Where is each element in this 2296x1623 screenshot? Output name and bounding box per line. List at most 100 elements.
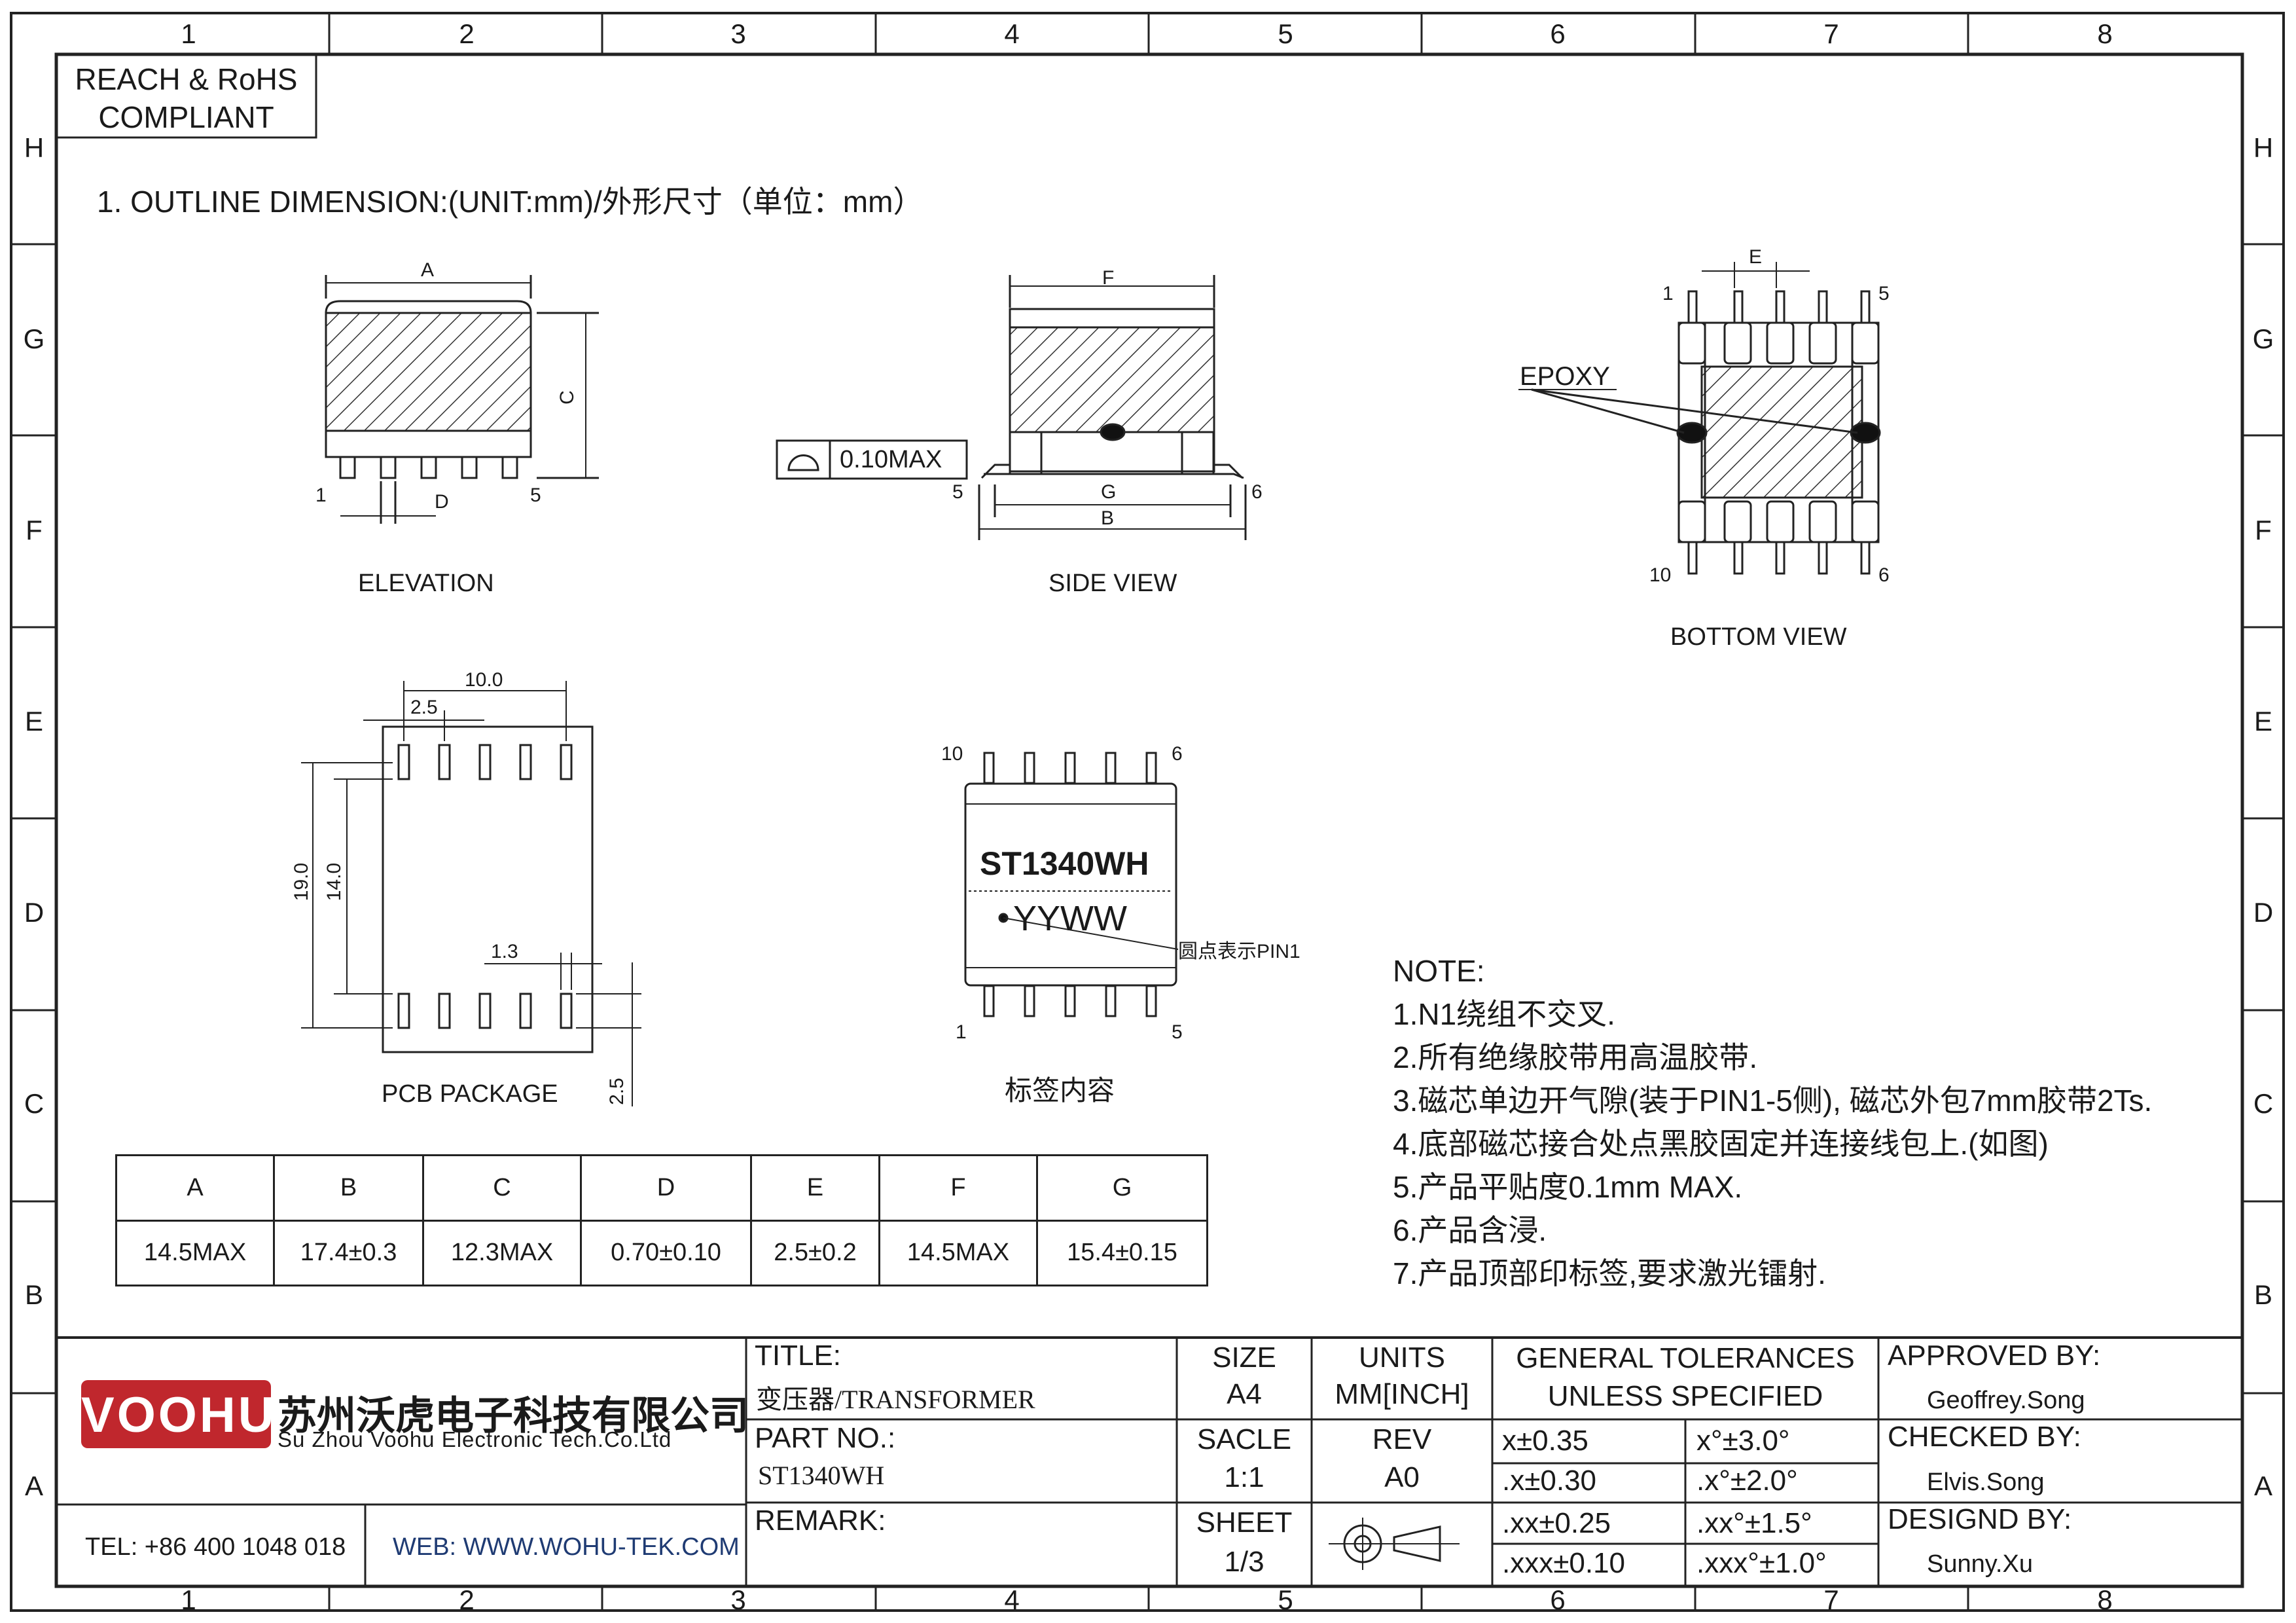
sheet-cell: SHEET 1/3	[1177, 1503, 1312, 1582]
dim-value-b: 17.4±0.3	[273, 1219, 424, 1286]
designed-label: DESIGND BY:	[1888, 1503, 2072, 1535]
bottom-pin-5: 5	[1878, 283, 1890, 304]
company-tel: TEL: +86 400 1048 018	[85, 1533, 346, 1561]
scale-cell: SACLE 1:1	[1177, 1421, 1312, 1497]
compliance-box: REACH & RoHS COMPLIANT	[56, 60, 316, 136]
zone-row-g-left: G	[23, 323, 45, 354]
zone-col-6-top: 6	[1550, 18, 1566, 49]
pcb-dim-2-5b: 2.5	[605, 1078, 628, 1105]
dim-value-c: 12.3MAX	[422, 1219, 583, 1286]
dim-header-f: F	[878, 1154, 1039, 1222]
zone-row-b-left: B	[24, 1279, 43, 1310]
approved-value: Geoffrey.Song	[1927, 1387, 2085, 1414]
company-logo: VOOHU	[81, 1387, 277, 1443]
side-pin-5: 5	[952, 481, 963, 503]
zone-col-7-bottom: 7	[1823, 1584, 1839, 1615]
rev-label: REV	[1372, 1423, 1432, 1455]
title-label: TITLE:	[755, 1340, 842, 1372]
note-item: 1.N1绕组不交叉.	[1393, 997, 1615, 1031]
compliance-line1: REACH & RoHS	[75, 62, 298, 96]
designed-value: Sunny.Xu	[1927, 1550, 2033, 1578]
zone-col-4-bottom: 4	[1004, 1584, 1020, 1615]
dim-value-d: 0.70±0.10	[580, 1219, 752, 1286]
zone-row-b-right: B	[2253, 1279, 2272, 1310]
dimension-value-row: 14.5MAX 17.4±0.3 12.3MAX 0.70±0.10 2.5±0…	[115, 1219, 1208, 1286]
notes-block: NOTE: 1.N1绕组不交叉. 2.所有绝缘胶带用高温胶带. 3.磁芯单边开气…	[1393, 949, 2152, 1295]
sheet-label: SHEET	[1196, 1506, 1293, 1539]
size-cell: SIZE A4	[1177, 1340, 1312, 1413]
zone-row-h-left: H	[24, 132, 45, 163]
zone-col-3-bottom: 3	[730, 1584, 746, 1615]
units-label: UNITS	[1359, 1341, 1445, 1374]
note-item: 2.所有绝缘胶带用高温胶带.	[1393, 1040, 1758, 1074]
marking-pin1-note: 圆点表示PIN1	[1178, 941, 1300, 962]
logo-badge	[81, 1380, 271, 1448]
pcb-dim-2-5: 2.5	[410, 697, 438, 718]
dim-header-e: E	[749, 1154, 880, 1222]
size-value: A4	[1227, 1378, 1262, 1410]
company-web[interactable]: WEB: WWW.WOHU-TEK.COM	[393, 1533, 740, 1561]
part-label: PART NO.:	[755, 1422, 896, 1454]
dim-header-a: A	[115, 1154, 276, 1222]
side-view-label: SIDE VIEW	[1049, 570, 1177, 597]
zone-row-g-right: G	[2252, 323, 2274, 354]
dim-value-e: 2.5±0.2	[749, 1219, 880, 1286]
scale-value: 1:1	[1224, 1461, 1265, 1493]
zone-col-1-top: 1	[181, 18, 196, 49]
side-flatness: 0.10MAX	[840, 446, 942, 473]
marking-part-number: ST1340WH	[980, 845, 1149, 882]
company-name-en: Su Zhou Voohu Electronic Tech.Co.Ltd	[278, 1427, 672, 1451]
dim-value-g: 15.4±0.15	[1036, 1219, 1208, 1286]
marking-label: 标签内容	[1005, 1075, 1115, 1106]
tolerance-angular: x°±3.0°	[1696, 1425, 1790, 1457]
company-name-cn: 苏州沃虎电子科技有限公司	[278, 1394, 749, 1438]
dim-header-d: D	[580, 1154, 752, 1222]
tolerance-angular: .xxx°±1.0°	[1696, 1547, 1827, 1579]
zone-col-1-bottom: 1	[181, 1584, 196, 1615]
zone-row-f-right: F	[2255, 515, 2272, 545]
tolerance-angular: .xx°±1.5°	[1696, 1507, 1812, 1539]
note-item: 6.产品含浸.	[1393, 1213, 1547, 1247]
zone-col-2-bottom: 2	[459, 1584, 475, 1615]
note-item: 5.产品平贴度0.1mm MAX.	[1393, 1170, 1743, 1204]
remark-label: REMARK:	[755, 1504, 886, 1537]
zone-col-4-top: 4	[1004, 18, 1020, 49]
zone-row-d-right: D	[2253, 897, 2274, 928]
units-cell: UNITS MM[INCH]	[1312, 1340, 1492, 1413]
zone-row-a-left: A	[24, 1470, 43, 1501]
zone-row-d-left: D	[24, 897, 45, 928]
bottom-dim-e: E	[1749, 246, 1763, 268]
dim-header-b: B	[273, 1154, 424, 1222]
marking-pin-6: 6	[1172, 743, 1183, 765]
tolerances-title-2: UNLESS SPECIFIED	[1547, 1380, 1823, 1412]
zone-row-c-left: C	[24, 1088, 45, 1119]
pcb-package-label: PCB PACKAGE	[382, 1080, 558, 1108]
note-item: 3.磁芯单边开气隙(装于PIN1-5侧), 磁芯外包7mm胶带2Ts.	[1393, 1084, 2153, 1118]
zone-col-8-bottom: 8	[2097, 1584, 2113, 1615]
marking-pin-10: 10	[941, 743, 963, 765]
elevation-label: ELEVATION	[358, 570, 494, 597]
zone-row-a-right: A	[2253, 1470, 2272, 1501]
zone-row-f-left: F	[26, 515, 43, 545]
tolerances-title-1: GENERAL TOLERANCES	[1516, 1342, 1855, 1374]
title-value: 变压器/TRANSFORMER	[756, 1385, 1035, 1414]
dimension-table: A B C D E F G 14.5MAX 17.4±0.3 12.3MAX 0…	[115, 1154, 1208, 1286]
outline-heading: 1. OUTLINE DIMENSION:(UNIT:mm)/外形尺寸（单位：m…	[97, 185, 924, 219]
bottom-pin-6: 6	[1878, 564, 1890, 586]
notes-title: NOTE:	[1393, 954, 1485, 988]
bottom-epoxy-label: EPOXY	[1520, 362, 1610, 391]
dim-header-g: G	[1036, 1154, 1208, 1222]
zone-col-2-top: 2	[459, 18, 475, 49]
tolerance-angular: .x°±2.0°	[1696, 1465, 1798, 1497]
marking-pin-5: 5	[1172, 1021, 1183, 1043]
elevation-dim-a: A	[421, 259, 435, 281]
zone-row-e-left: E	[24, 706, 43, 737]
rev-value: A0	[1384, 1461, 1420, 1493]
zone-row-c-right: C	[2253, 1088, 2274, 1119]
tolerance-linear: .xx±0.25	[1502, 1507, 1611, 1539]
side-dim-b: B	[1101, 507, 1115, 529]
zone-col-8-top: 8	[2097, 18, 2113, 49]
marking-pin-1: 1	[956, 1021, 967, 1043]
zone-col-5-bottom: 5	[1278, 1584, 1293, 1615]
